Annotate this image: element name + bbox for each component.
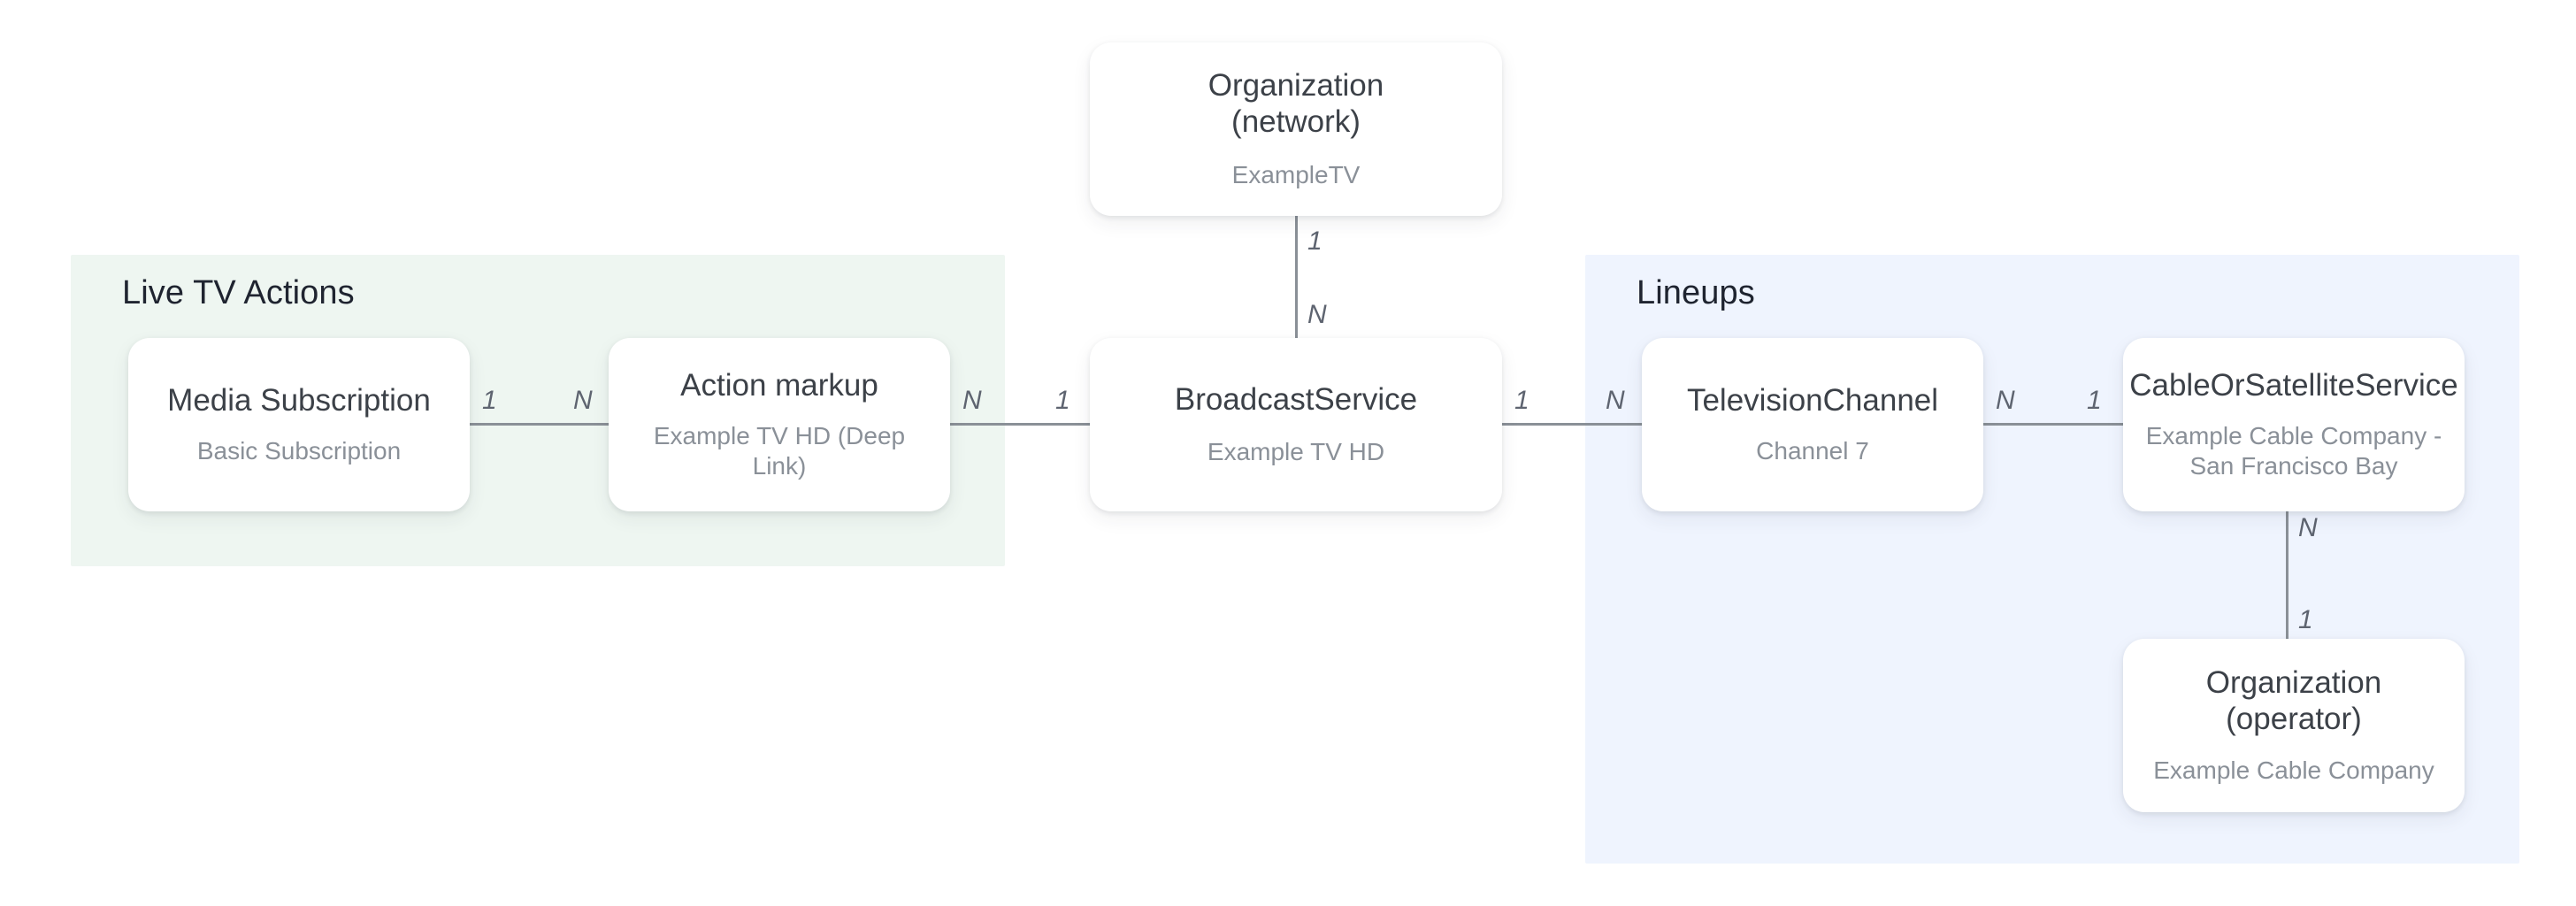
- edge-label-media-subscription-1: 1: [482, 386, 497, 415]
- node-organization-network-title: Organization (network): [1208, 68, 1384, 139]
- edge-label-cable-or-satellite-service-left-1: 1: [2087, 386, 2102, 415]
- node-television-channel[interactable]: TelevisionChannel Channel 7: [1642, 338, 1983, 511]
- node-organization-operator-title: Organization (operator): [2205, 665, 2382, 736]
- edge-label-broadcast-service-left-1: 1: [1055, 386, 1070, 415]
- node-organization-operator-subtitle: Example Cable Company: [2153, 756, 2434, 784]
- edge-broadcast-service-to-television-channel: [1502, 423, 1642, 426]
- edge-cable-or-satellite-service-to-organization-operator: [2286, 511, 2288, 639]
- node-organization-network-subtitle: ExampleTV: [1231, 160, 1361, 188]
- node-broadcast-service-title: BroadcastService: [1174, 381, 1418, 417]
- node-action-markup-title: Action markup: [680, 367, 878, 403]
- edge-television-channel-to-cable-or-satellite-service: [1983, 423, 2123, 426]
- node-television-channel-title: TelevisionChannel: [1686, 382, 1939, 418]
- edge-label-organization-operator-1: 1: [2298, 605, 2313, 634]
- node-media-subscription-title: Media Subscription: [167, 382, 431, 418]
- edge-label-broadcast-service-right-1: 1: [1514, 386, 1530, 415]
- node-media-subscription[interactable]: Media Subscription Basic Subscription: [128, 338, 470, 511]
- edge-label-org-network-1: 1: [1307, 226, 1322, 256]
- node-organization-operator[interactable]: Organization (operator) Example Cable Co…: [2123, 639, 2465, 812]
- node-cable-or-satellite-service[interactable]: CableOrSatelliteService Example Cable Co…: [2123, 338, 2465, 511]
- node-action-markup-subtitle: Example TV HD (Deep Link): [653, 422, 906, 480]
- panel-live-tv-actions-title: Live TV Actions: [122, 274, 355, 311]
- node-television-channel-subtitle: Channel 7: [1756, 437, 1869, 465]
- edge-label-broadcast-service-n: N: [1307, 300, 1327, 329]
- node-action-markup[interactable]: Action markup Example TV HD (Deep Link): [609, 338, 950, 511]
- node-cable-or-satellite-service-title: CableOrSatelliteService: [2129, 367, 2458, 403]
- panel-lineups-title: Lineups: [1637, 274, 1755, 311]
- node-cable-or-satellite-service-subtitle: Example Cable Company - San Francisco Ba…: [2145, 422, 2442, 480]
- node-media-subscription-subtitle: Basic Subscription: [196, 437, 402, 465]
- edge-media-subscription-to-action-markup: [470, 423, 609, 426]
- node-broadcast-service[interactable]: BroadcastService Example TV HD: [1090, 338, 1502, 511]
- edge-label-action-markup-left-n: N: [573, 386, 593, 415]
- edge-label-action-markup-right-n: N: [962, 386, 982, 415]
- edge-label-television-channel-left-n: N: [1606, 386, 1625, 415]
- edge-organization-network-to-broadcast-service: [1295, 216, 1298, 338]
- edge-label-cable-or-satellite-service-down-n: N: [2298, 513, 2318, 542]
- edge-label-television-channel-right-n: N: [1996, 386, 2015, 415]
- node-organization-network[interactable]: Organization (network) ExampleTV: [1090, 42, 1502, 216]
- edge-action-markup-to-broadcast-service: [950, 423, 1090, 426]
- node-broadcast-service-subtitle: Example TV HD: [1207, 438, 1385, 466]
